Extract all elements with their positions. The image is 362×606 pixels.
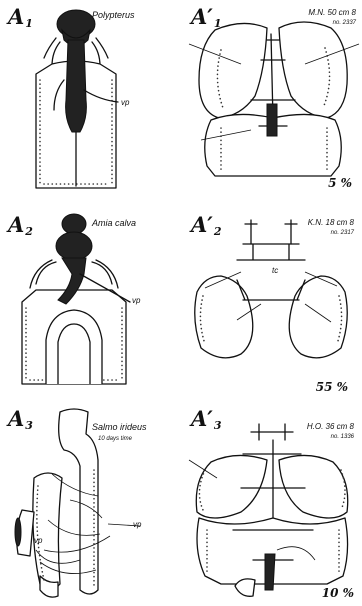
lung-cast-diagram (181, 400, 362, 606)
panel-a1: A1 Polypterus vp (0, 0, 181, 200)
salmo-lung-diagram (0, 400, 181, 606)
panel-a2: A2 Amia calva vp (0, 200, 181, 400)
percentage-label: 55 % (316, 380, 348, 394)
vessel-label: vp (121, 98, 129, 107)
amia-lung-diagram (0, 200, 181, 400)
vessel-label: vp (133, 520, 141, 529)
vessel-label-left: vp (34, 536, 42, 545)
lung-cast-diagram (181, 0, 362, 200)
percentage-label: 5 % (328, 176, 352, 190)
vessel-label: vp (132, 296, 140, 305)
percentage-label: 10 % (322, 586, 354, 600)
tc-label: tc (272, 266, 278, 275)
polypterus-lung-diagram (0, 0, 181, 200)
panel-a3: A3 Salmo irideus 10 days time vp vp (0, 400, 181, 606)
lung-cast-diagram (181, 200, 362, 400)
